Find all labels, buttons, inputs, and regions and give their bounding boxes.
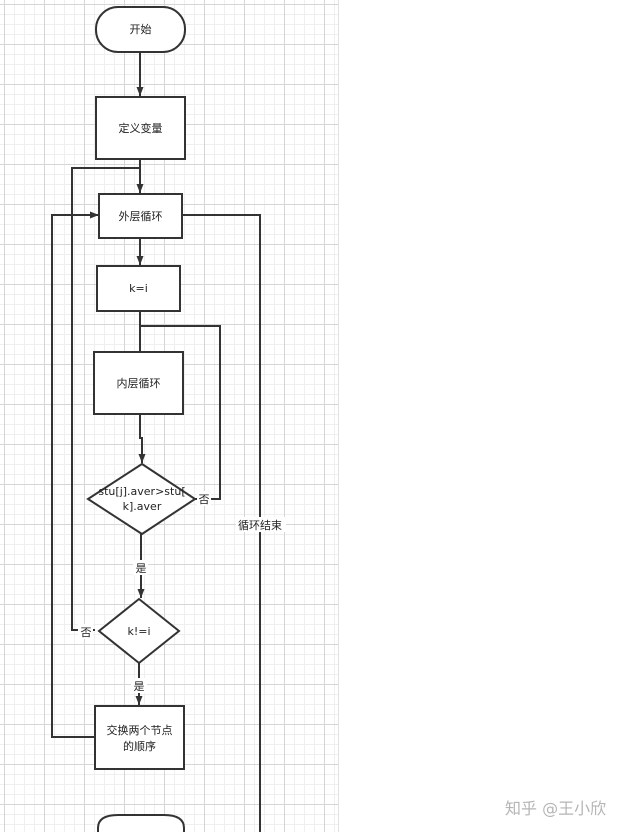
check-no-label: 否: [81, 626, 92, 639]
compare-yes-bg: [133, 560, 148, 575]
swap-label-line1: 交换两个节点: [107, 723, 173, 737]
edge-outer-loop-end: [182, 214, 261, 832]
compare-label-line1: stu[j].aver>stu[: [98, 485, 185, 498]
check-k-label: k!=i: [127, 625, 150, 638]
start-label: 开始: [130, 22, 152, 36]
inner-loop-box: [93, 351, 184, 415]
compare-diamond: [86, 462, 197, 536]
define-vars-label: 定义变量: [119, 121, 163, 135]
assign-k-box: [96, 265, 181, 312]
check-yes-label: 是: [134, 680, 145, 693]
check-yes-bg: [131, 678, 147, 693]
compare-label-line2: k].aver: [123, 500, 162, 513]
check-k-diamond: [97, 597, 181, 665]
check-no-bg: [78, 624, 93, 639]
compare-no-bg: [197, 491, 211, 506]
edge-swap-loopback: [51, 211, 99, 738]
edge-inner-to-compare: [138, 414, 146, 463]
compare-yes-label: 是: [136, 562, 147, 575]
zhihu-watermark: 知乎 @王小欣: [505, 799, 607, 818]
swap-box: [94, 705, 185, 770]
assign-k-label: k=i: [129, 282, 148, 295]
loop-end-label: 循环结束: [238, 519, 282, 532]
inner-loop-label: 内层循环: [117, 376, 161, 390]
swap-label-line2: 的顺序: [123, 739, 156, 753]
start-terminal: [95, 6, 186, 53]
define-vars-box: [95, 96, 186, 160]
edge-assign-to-inner: [139, 311, 221, 500]
loop-end-bg: [236, 517, 286, 532]
end-terminal: [97, 814, 185, 832]
canvas-edge: [338, 0, 339, 832]
outer-loop-label: 外层循环: [119, 210, 163, 223]
outer-loop-box: [98, 193, 183, 239]
compare-no-label: 否: [199, 493, 210, 506]
